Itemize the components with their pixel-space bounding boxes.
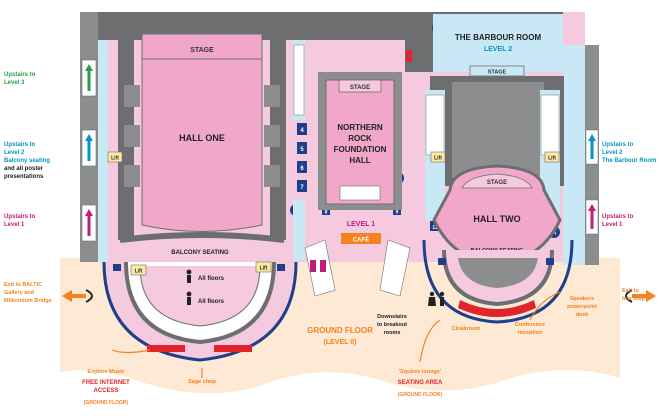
exit-right-arrow-icon: [646, 290, 656, 302]
person-icon: [186, 291, 192, 297]
hall-one-foyer: All floors All floors Lift Lift: [102, 261, 298, 362]
upstairs-level-1-left-line-1: Upstairs to: [4, 214, 36, 220]
cloakroom-label: Cloakroom: [452, 326, 481, 332]
exit-bus-line-1: Exit to: [622, 288, 639, 294]
squires-lounge-line-2: SEATING AREA: [398, 380, 443, 386]
explore-music-line-2: FREE INTERNET: [82, 380, 130, 386]
northern-title-line-4: HALL: [349, 156, 370, 165]
left-stairs: [81, 59, 97, 242]
squires-lounge-line-3: (GROUND FLOOR): [398, 392, 443, 398]
arrow-up-icon: [588, 204, 596, 211]
cafe-area: [341, 233, 381, 244]
exit-left-arrow-icon: [62, 290, 72, 302]
barbour-room-title: THE BARBOUR ROOM: [455, 33, 542, 42]
speakers-desk-line-3: desk: [576, 312, 589, 318]
upstairs-level-2-right-line-1: Upstairs to: [602, 142, 634, 148]
speakers-desk-line-1: Speakers: [570, 296, 594, 302]
box-5: 5: [300, 147, 304, 153]
box-4: 4: [300, 128, 304, 134]
barbour-room-level: LEVEL 2: [484, 46, 512, 53]
cafe-label: CAFÉ: [353, 236, 369, 244]
barbour-stage-label: STAGE: [488, 70, 507, 76]
level-1-label: LEVEL 1: [347, 221, 375, 228]
downstairs-line-2: to breakout: [377, 322, 407, 328]
person-icon: [186, 269, 192, 275]
arrow-up-icon: [85, 134, 93, 141]
northern-title-line-3: FOUNDATION: [334, 145, 387, 154]
upstairs-level-2-line-1: Upstairs to: [4, 142, 36, 148]
upstairs-level-2-line-2: Level 2: [4, 150, 25, 156]
explore-music-line-1: Explore Music: [87, 369, 124, 375]
exit-baltic-line-2: Gallery and: [4, 290, 34, 296]
box-11: 11: [432, 225, 438, 231]
hall-two: STAGE HALL TWO BALCONY SEATING: [432, 164, 562, 264]
squires-lounge-line-1: 'Squires lounge': [399, 369, 442, 375]
upstairs-level-3-line-2: Level 3: [4, 80, 25, 86]
arrow-up-icon: [85, 64, 93, 71]
box-7: 7: [300, 185, 304, 191]
exit-baltic-line-1: Exit to BALTIC: [4, 282, 42, 288]
northern-title-line-2: ROCK: [348, 134, 372, 143]
exit-baltic-line-3: Millennium Bridge: [4, 298, 52, 304]
downstairs-line-1: Downstairs: [377, 314, 407, 320]
box-9: 9: [396, 210, 399, 216]
lift-label-4: Lift: [434, 156, 442, 162]
hall-one-label: HALL ONE: [179, 133, 225, 143]
lift-label-3: Lift: [548, 156, 556, 162]
conference-reception-line-2: reception: [518, 330, 543, 336]
center-left-stairs: [293, 40, 305, 260]
box-8: 8: [325, 210, 328, 216]
box-6: 6: [300, 166, 304, 172]
northern-rock-foundation-hall: STAGE NORTHERN ROCK FOUNDATION HALL: [318, 72, 402, 210]
speakers-desk-line-2: powerpoint: [567, 304, 597, 310]
explore-music-line-3: ACCESS: [93, 388, 118, 394]
all-floors-label-2: All floors: [198, 299, 225, 305]
barbour-room: THE BARBOUR ROOM LEVEL 2 STAGE: [433, 12, 585, 265]
central-escalators: [304, 239, 411, 297]
hall-two-foyer: [422, 239, 574, 324]
right-stairs: [585, 45, 599, 265]
upstairs-level-3-line-1: Upstairs to: [4, 72, 36, 78]
upstairs-level-2-right-line-3: The Barbour Room: [602, 158, 656, 164]
exit-bus-line-2: bus stop: [622, 296, 646, 302]
all-floors-label-1: All floors: [198, 276, 225, 282]
arrow-up-icon: [588, 134, 596, 141]
downstairs-line-3: rooms: [384, 330, 401, 336]
lift-label-5: Lift: [111, 156, 119, 162]
northern-stage-label: STAGE: [350, 85, 370, 91]
conference-reception-line-1: Conference: [515, 322, 545, 328]
ground-floor-level-label: (LEVEL 0): [324, 339, 357, 346]
arrow-up-icon: [85, 209, 93, 216]
sage-shop-label: Sage shop: [188, 379, 216, 385]
lift-label-1: Lift: [135, 269, 143, 275]
upstairs-level-1-left-line-2: Level 1: [4, 222, 25, 228]
balcony-note-line-3: presentations: [4, 174, 44, 180]
hall-two-label: HALL TWO: [473, 214, 520, 224]
balcony-note-line-1: Balcony seating: [4, 158, 50, 164]
balcony-seating-left-label: BALCONY SEATING: [171, 250, 229, 256]
lift-label-2: Lift: [260, 266, 268, 272]
upstairs-level-1-right-line-1: Upstairs to: [602, 214, 634, 220]
explore-music-line-4: (GROUND FLOOR): [84, 400, 129, 406]
callout-lines: [111, 291, 561, 378]
ground-floor-label: GROUND FLOOR: [307, 326, 373, 335]
northern-title-line-1: NORTHERN: [337, 123, 383, 132]
upstairs-level-1-right-line-2: Level 1: [602, 222, 623, 228]
toilets-icon: [428, 291, 445, 306]
hall-one: STAGE HALL ONE BALCONY SEATING: [108, 33, 293, 262]
balcony-note-line-2: and all poster: [4, 166, 44, 172]
upstairs-level-2-right-line-2: Level 2: [602, 150, 623, 156]
hall-two-stage-label: STAGE: [487, 180, 507, 186]
hall-one-stage-label: STAGE: [190, 47, 214, 54]
